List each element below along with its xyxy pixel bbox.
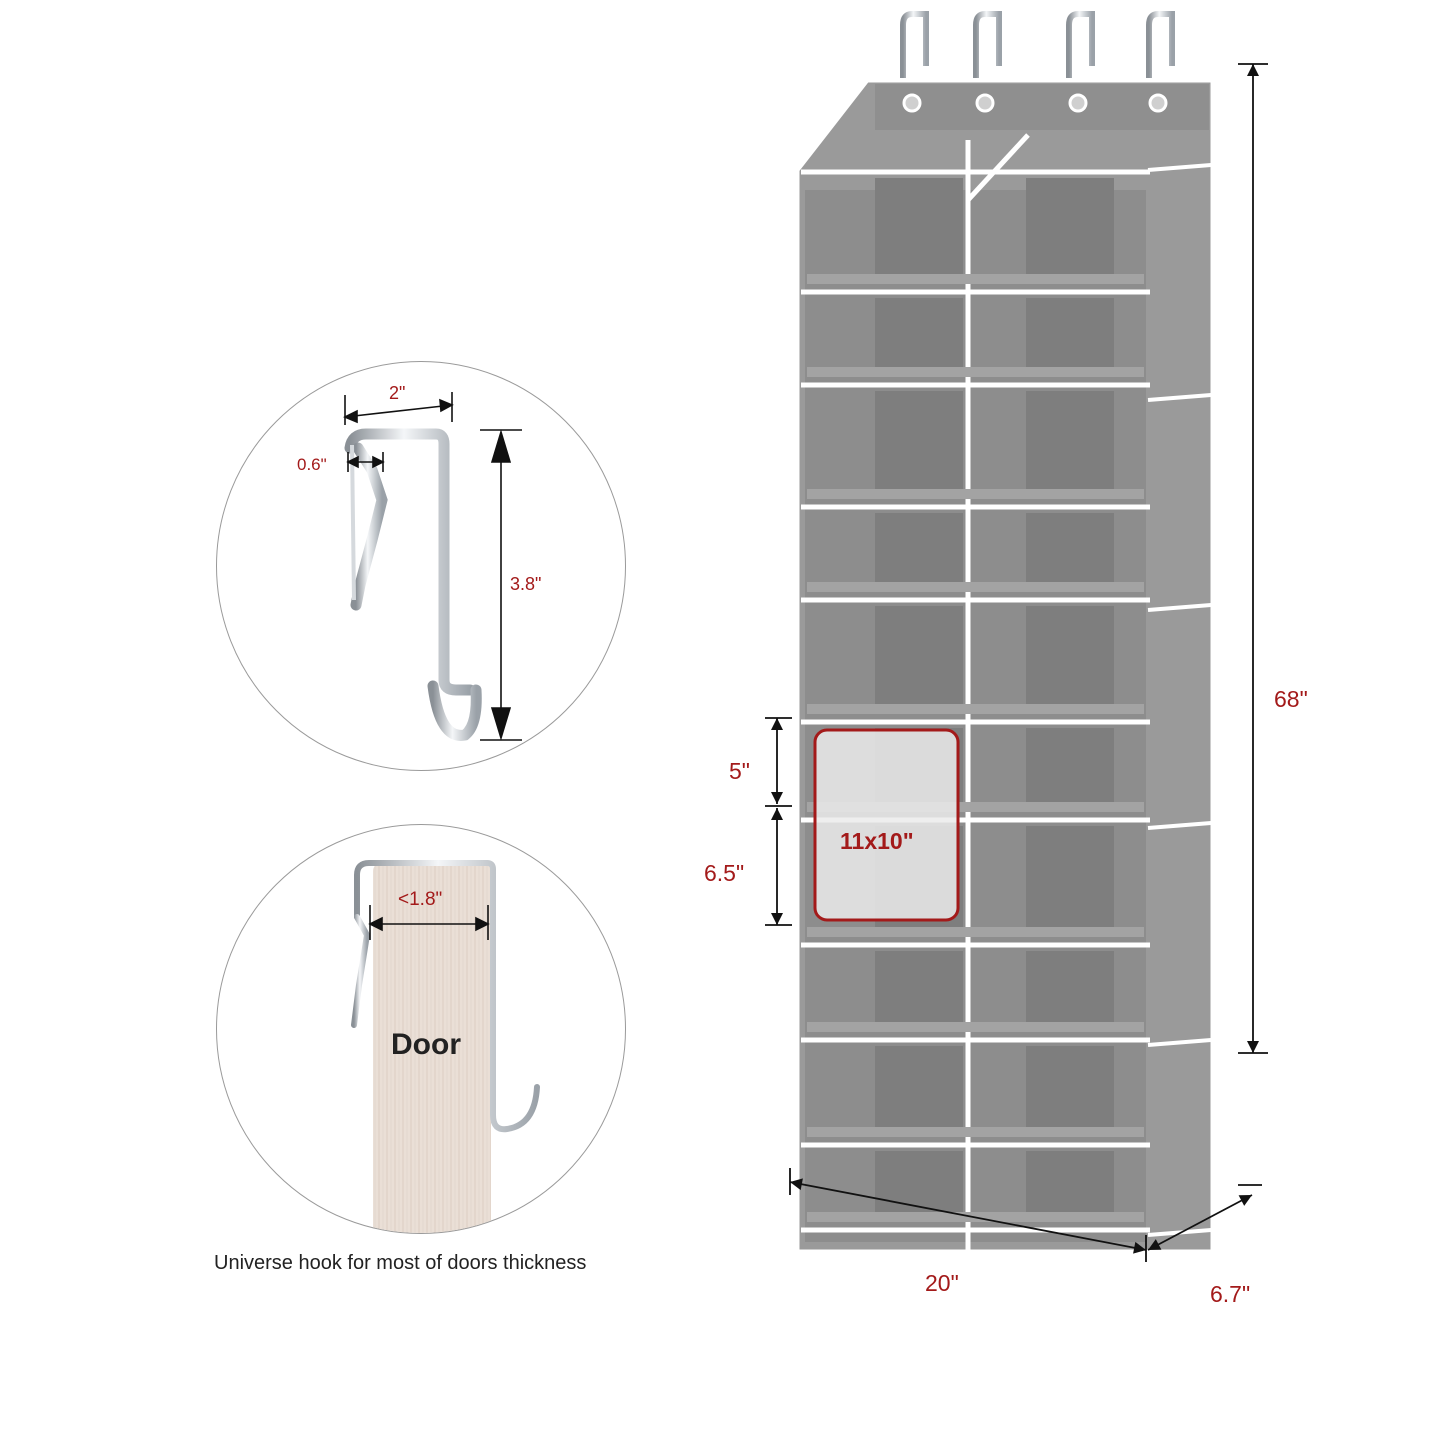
door-illustration	[351, 860, 540, 1233]
pocket-back	[1026, 728, 1114, 812]
pocket-floor	[807, 1022, 1144, 1032]
highlighted-pocket	[813, 728, 960, 922]
depth-arrow-head	[1238, 1195, 1252, 1206]
hook-height-arrow	[480, 429, 522, 741]
pocket-back	[1026, 1151, 1114, 1222]
pocket-floor	[807, 489, 1144, 499]
pocket-floor	[807, 927, 1144, 937]
door-caption: Universe hook for most of doors thicknes…	[214, 1252, 587, 1274]
side-pocket-trim	[1147, 821, 1212, 830]
width-arrow-head	[1133, 1241, 1146, 1254]
pocket-back	[1026, 513, 1114, 592]
door-panel	[373, 863, 491, 1233]
pocket-back	[1026, 606, 1114, 714]
pocket-back	[1026, 298, 1114, 377]
door-hook-icon	[1066, 11, 1095, 78]
pocket-back	[875, 391, 963, 499]
pocket-back	[875, 178, 963, 284]
pocket-floor	[807, 274, 1144, 284]
door-detail-circle	[216, 824, 626, 1234]
pocket-back	[875, 298, 963, 377]
metal-hook-icon	[344, 428, 482, 741]
hook-width-label: 2"	[389, 383, 406, 403]
organizer-depth-label: 6.7"	[1210, 1281, 1251, 1307]
pocket-back	[1026, 826, 1114, 937]
pocket-bottom-label: 6.5"	[704, 860, 745, 886]
pocket-floor	[807, 367, 1144, 377]
pocket-size-label: 11x10"	[840, 828, 914, 854]
pocket-back	[1026, 951, 1114, 1032]
pocket-back	[1026, 391, 1114, 499]
side-pocket-trim	[1147, 393, 1212, 402]
hook-gap-arrow	[346, 452, 385, 472]
pocket-bottom-arrow-head	[771, 808, 783, 820]
door-hook-icon	[973, 11, 1002, 78]
pocket-back	[875, 606, 963, 714]
side-pocket-trim	[1147, 1038, 1212, 1047]
pocket-back	[1026, 178, 1114, 284]
pocket-bottom-arrow-head	[771, 913, 783, 925]
width-arrow-head	[790, 1178, 803, 1191]
height-arrow-head	[1247, 64, 1259, 76]
pocket-top-arrow-head	[771, 792, 783, 804]
pocket-floor	[807, 582, 1144, 592]
pocket-back	[875, 951, 963, 1032]
door-hook-icon	[351, 860, 540, 1133]
pocket-top-arrow-head	[771, 718, 783, 730]
grommet-icon	[975, 93, 995, 113]
door-hook-icon	[1146, 11, 1175, 78]
hook-width-arrow	[343, 392, 454, 425]
organizer-width-label: 20"	[925, 1270, 959, 1296]
header-band	[875, 84, 1209, 130]
pocket-floor	[807, 704, 1144, 714]
organizer-height-label: 68"	[1274, 686, 1308, 712]
hook-gap-label: 0.6"	[297, 455, 327, 474]
depth-arrow	[1147, 1194, 1253, 1251]
pocket-back	[875, 513, 963, 592]
door-thickness-label: <1.8"	[398, 889, 443, 910]
grommet-icon	[1148, 93, 1168, 113]
pocket-back	[1026, 1046, 1114, 1137]
pocket-floor	[807, 1127, 1144, 1137]
grommet-icon	[902, 93, 922, 113]
side-pocket-trim	[1147, 603, 1212, 612]
width-arrow	[789, 1181, 1147, 1251]
pocket-back	[875, 1046, 963, 1137]
pocket-back	[875, 1151, 963, 1222]
side-pocket-trim	[1147, 163, 1212, 172]
depth-arrow-head	[1148, 1239, 1162, 1250]
pocket-top-label: 5"	[729, 758, 750, 784]
door-hook-icon	[900, 11, 929, 78]
pocket-floor	[807, 802, 1144, 812]
door-label: Door	[391, 1028, 461, 1061]
hook-height-label: 3.8"	[510, 574, 542, 594]
grommet-icon	[1068, 93, 1088, 113]
column-divider	[966, 133, 1030, 202]
height-arrow-head	[1247, 1041, 1259, 1053]
